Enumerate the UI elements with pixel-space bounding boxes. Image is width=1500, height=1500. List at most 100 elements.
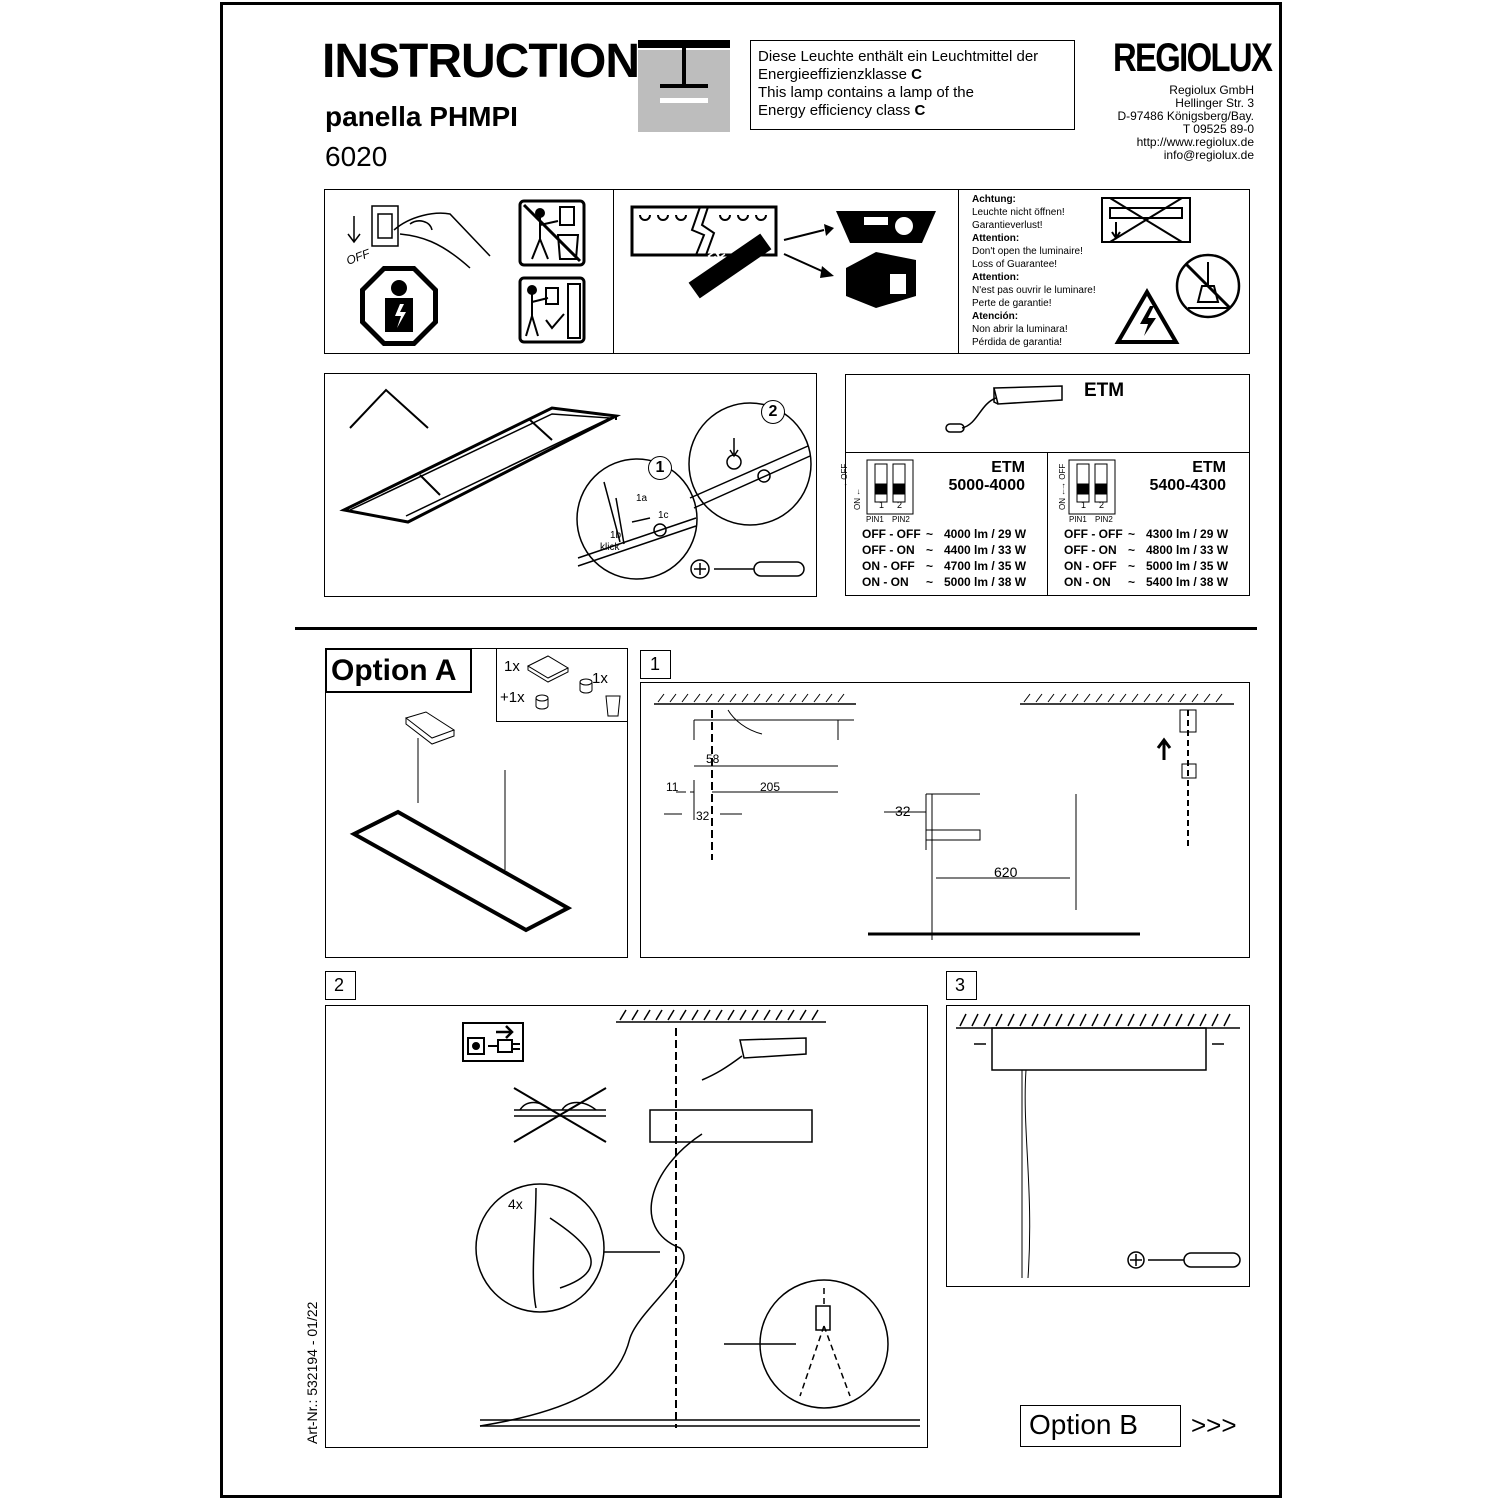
dim-205: 205 (760, 780, 781, 794)
detail-circle-1 (576, 458, 698, 580)
pin1-label-right: PIN1 (1069, 515, 1087, 524)
warning-fr-line2: Perte de garantie! (972, 298, 1052, 309)
power-off-icon (462, 1022, 524, 1062)
warnings-text: Achtung:Leuchte nicht öffnen!Garantiever… (972, 193, 1096, 349)
dim-32-a: 32 (696, 809, 710, 823)
qty-grommet: 1x (592, 670, 608, 687)
brand-company: Regiolux GmbH (1169, 83, 1254, 97)
article-number: Art-Nr.: 532194 - 01/22 (304, 1301, 320, 1444)
step-1-number: 1 (650, 654, 661, 674)
sw1-label-left: 1 (879, 500, 885, 510)
warning-de: Achtung:Leuchte nicht öffnen!Garantiever… (972, 193, 1096, 232)
brand-web[interactable]: http://www.regiolux.de (1136, 135, 1254, 149)
detail-circle-2 (688, 402, 812, 526)
etm-t2-r3-tilde: ~ (1128, 559, 1136, 573)
etm-table-1-head1: ETM (991, 459, 1025, 476)
collection-point-icon (518, 276, 586, 344)
electrician-icon (360, 266, 438, 346)
etm-t2-r1-tilde: ~ (1128, 527, 1136, 541)
option-a-panel (325, 648, 628, 958)
etm-t1-r3-value: 4700 lm / 35 W (944, 559, 1027, 573)
no-touch-icon (1174, 252, 1242, 320)
dim-32-b: 32 (895, 803, 911, 819)
energy-class-de: C (911, 66, 922, 83)
product-code: 6020 (325, 141, 388, 172)
safety-divider-1 (613, 189, 614, 354)
etm-driver-icon (944, 384, 1064, 436)
etm-t1-r2-value: 4400 lm / 33 W (944, 543, 1027, 557)
pin2-label-left: PIN2 (892, 515, 910, 524)
etm-table-1-head2: 5000-4000 (948, 477, 1025, 494)
energy-line-de-2: Energieeffizienzklasse C (758, 66, 1074, 84)
etm-t2-r2-tilde: ~ (1128, 543, 1136, 557)
etm-table-1: OFF - OFF~4000 lm / 29 W OFF - ON~4400 l… (862, 526, 1026, 590)
step-3-canopy-diagram (950, 1010, 1246, 1284)
safety-divider-2 (958, 189, 959, 354)
etm-t1-r4-state: ON - ON (862, 575, 909, 589)
step-2-badge (325, 971, 356, 1000)
etm-table-2-head2: 5400-4300 (1149, 477, 1226, 494)
step-2-install-diagram (470, 1008, 930, 1444)
high-voltage-icon (1114, 288, 1180, 344)
energy-line-de-2-text: Energieeffizienzklasse (758, 66, 912, 83)
step-1-panel (640, 682, 1250, 958)
brand-email[interactable]: info@regiolux.de (1163, 148, 1254, 162)
sw1-label-right: 1 (1081, 500, 1087, 510)
product-name: panella PHMPI (325, 101, 518, 132)
option-a-pendant-illustration (349, 708, 580, 938)
etm-t1-r1-state: OFF - OFF (862, 527, 921, 541)
brand-address: Regiolux GmbH Hellinger Str. 3 D-97486 K… (1117, 84, 1254, 162)
brand-city: D-97486 Königsberg/Bay. (1117, 109, 1254, 123)
etm-t2-r2-state: OFF - ON (1064, 543, 1117, 557)
parts-illustration (522, 652, 626, 720)
etm-table-2-head1: ETM (1192, 459, 1226, 476)
mounting-panel (324, 373, 817, 597)
etm-t2-r4-tilde: ~ (1128, 575, 1136, 589)
warning-en-head: Attention: (972, 233, 1020, 244)
etm-t2-r2-value: 4800 lm / 33 W (1146, 543, 1229, 557)
energy-line-en-1: This lamp contains a lamp of the (758, 84, 974, 101)
etm-t2-r3-state: ON - OFF (1064, 559, 1117, 573)
warning-de-head: Achtung: (972, 194, 1016, 205)
etm-divider-v (1047, 452, 1048, 596)
step-2-number: 2 (334, 975, 345, 995)
etm-title: ETM (1084, 380, 1125, 401)
etm-t1-r3-tilde: ~ (926, 559, 934, 573)
brand-logo: REGIOLUX (1113, 36, 1273, 80)
energy-line-en-2-text: Energy efficiency class (758, 102, 915, 119)
qty-4x: 4x (508, 1196, 523, 1212)
detail-step-2: 2 (761, 400, 785, 424)
etm-table-1-row: OFF - OFF~4000 lm / 29 W (862, 526, 1026, 542)
etm-t1-r1-tilde: ~ (926, 527, 934, 541)
etm-table-2: OFF - OFF~4300 lm / 29 W OFF - ON~4800 l… (1064, 526, 1228, 590)
warning-fr: Attention:N'est pas ouvrir le luminare!P… (972, 271, 1096, 310)
warning-fr-line1: N'est pas ouvrir le luminare! (972, 285, 1096, 296)
etm-table-1-row: OFF - ON~4400 lm / 33 W (862, 542, 1026, 558)
energy-class-en: C (914, 102, 926, 119)
option-a-title: Option A (331, 654, 457, 687)
switch-off-label-left: → OFF (840, 463, 849, 490)
step-3-badge (946, 971, 977, 1000)
safety-panel (324, 189, 1250, 354)
next-page-arrows[interactable]: >>> (1191, 1410, 1237, 1440)
pin2-label-right: PIN2 (1095, 515, 1113, 524)
page-frame (220, 2, 1282, 1498)
step-2-panel (325, 1005, 928, 1448)
option-b-box[interactable] (1020, 1405, 1181, 1447)
etm-table-2-head: ETM 5400-4300 (1130, 459, 1226, 495)
collection-house-icon (840, 250, 920, 310)
option-b-label[interactable]: Option B (1029, 1409, 1138, 1440)
energy-line-de-1: Diese Leuchte enthält ein Leuchtmittel d… (758, 48, 1039, 65)
label-1a: 1a (636, 493, 648, 504)
etm-table-2-row: ON - ON~5400 lm / 38 W (1064, 574, 1228, 590)
defect-lamp-illustration (630, 205, 780, 300)
warning-en-line1: Don't open the luminaire! (972, 246, 1083, 257)
etm-table-1-head: ETM 5000-4000 (930, 459, 1025, 495)
etm-t2-r1-state: OFF - OFF (1064, 527, 1123, 541)
label-1c: 1c (658, 510, 669, 521)
step-3-panel (946, 1005, 1250, 1287)
section-separator (295, 627, 1257, 630)
etm-table-2-row: OFF - ON ~4800 lm / 33 W (1064, 542, 1228, 558)
etm-t2-r4-state: ON - ON (1064, 575, 1111, 589)
dip-switch-left (853, 456, 923, 526)
